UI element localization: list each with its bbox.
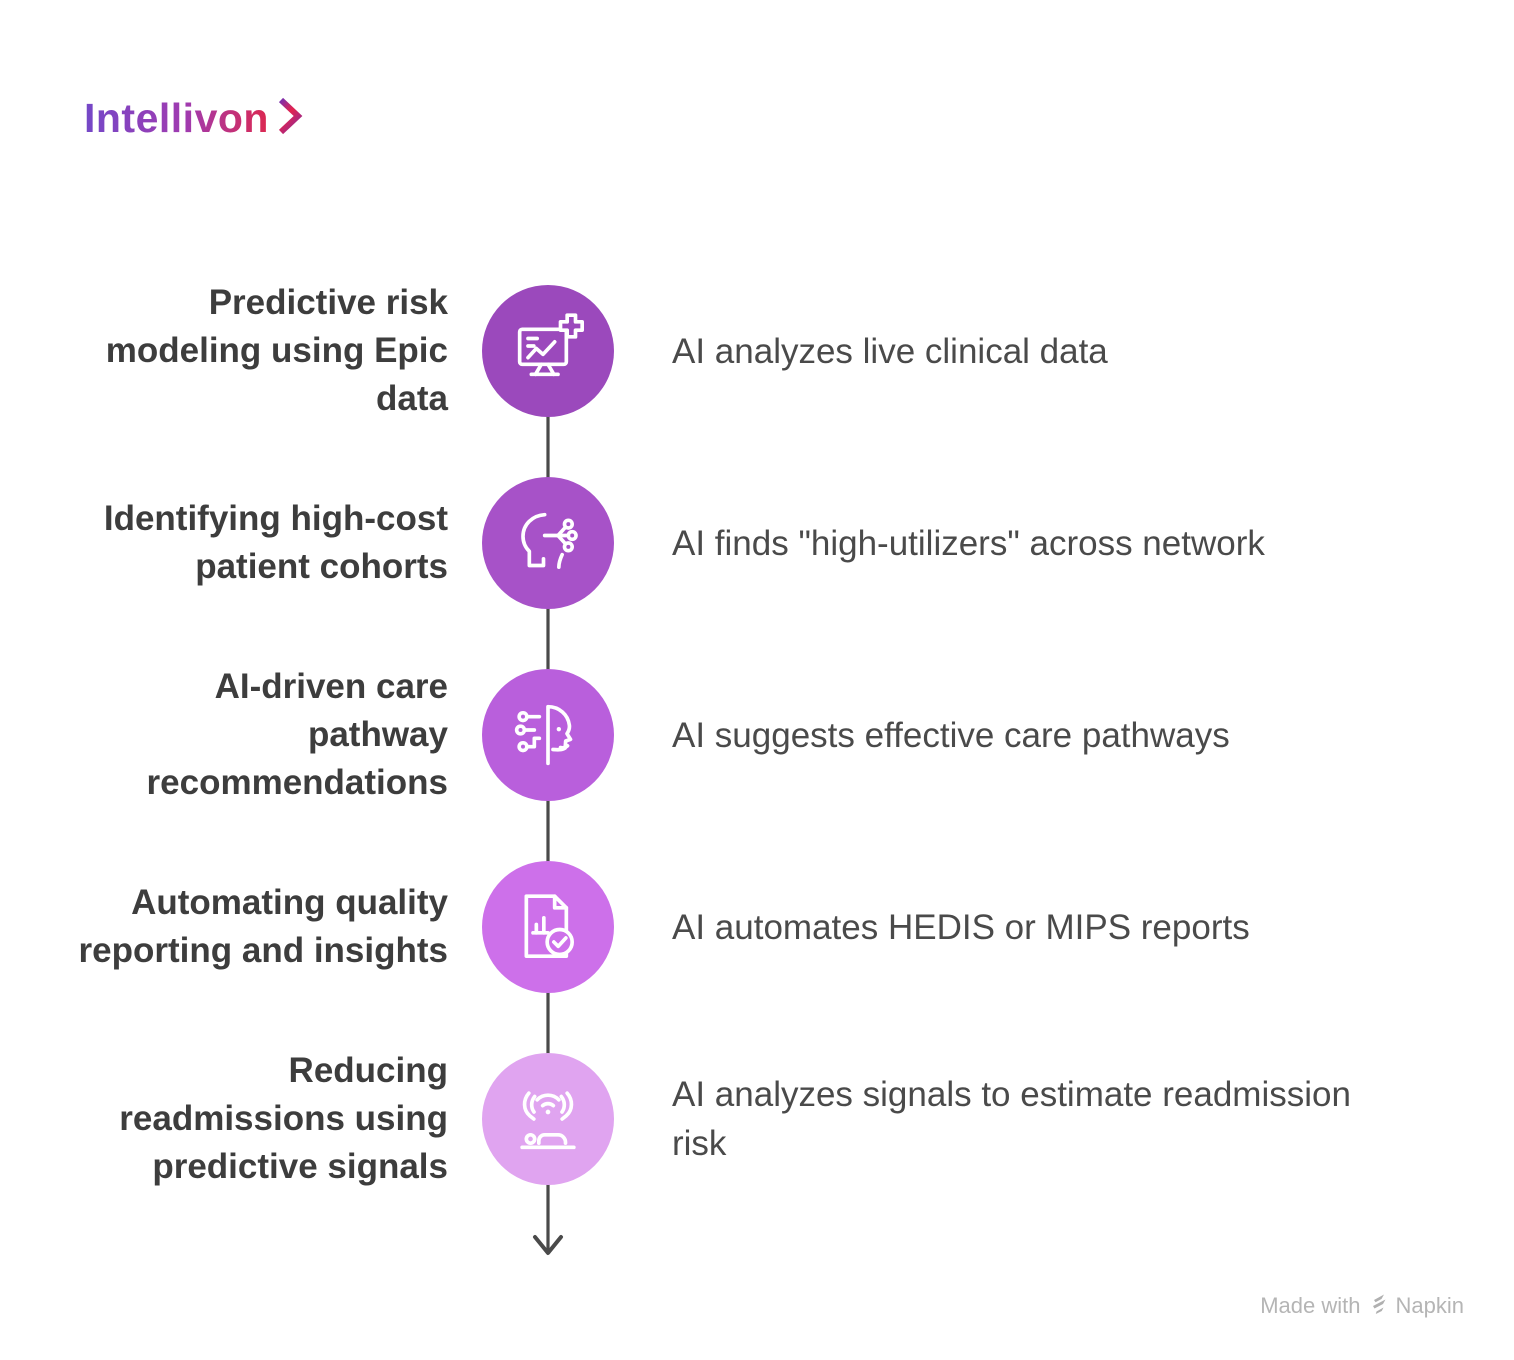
monitor-chart-medical-icon (517, 313, 584, 377)
row-title: Identifying high-cost patient cohorts (103, 498, 448, 586)
icon-circle (482, 669, 614, 801)
row-title: Automating quality reporting and insight… (78, 882, 448, 970)
napkin-logo-icon (1369, 1292, 1388, 1320)
row-description: AI analyzes live clinical data (672, 331, 1108, 371)
row-title: Reducing readmissions using predictive s… (119, 1050, 448, 1187)
head-circuit-icon (521, 512, 578, 569)
icon-circle (482, 861, 614, 993)
timeline-rows: Predictive risk modeling using Epic data… (0, 255, 1514, 1215)
icon-circle (482, 1053, 614, 1185)
made-with-napkin: Made with Napkin (1260, 1292, 1464, 1320)
hands-signal-patient-icon (520, 1091, 576, 1150)
timeline-row-reducing-readmissions: Reducing readmissions using predictive s… (0, 1023, 1514, 1215)
row-title: AI-driven care pathway recommendations (146, 666, 448, 803)
row-description: AI automates HEDIS or MIPS reports (672, 907, 1250, 947)
document-chart-check-icon (524, 894, 574, 958)
row-description: AI analyzes signals to estimate readmiss… (672, 1075, 1351, 1163)
timeline-row-quality-reporting: Automating quality reporting and insight… (0, 831, 1514, 1023)
napkin-brand-label: Napkin (1395, 1293, 1464, 1318)
chevron-right-icon (276, 94, 306, 143)
timeline-row-care-pathways: AI-driven care pathway recommendations A… (0, 639, 1514, 831)
row-description: AI finds "high-utilizers" across network (672, 523, 1265, 563)
brand-logo: Intellivon (84, 94, 306, 143)
brand-logo-text: Intellivon (84, 95, 269, 141)
icon-circle (482, 477, 614, 609)
row-title: Predictive risk modeling using Epic data (105, 282, 448, 419)
made-with-label: Made with (1260, 1293, 1361, 1318)
row-description: AI suggests effective care pathways (672, 715, 1230, 755)
face-circuit-icon (514, 704, 573, 766)
timeline-row-predictive-risk: Predictive risk modeling using Epic data… (0, 255, 1514, 447)
icon-circle (482, 285, 614, 417)
timeline-row-high-cost-cohorts: Identifying high-cost patient cohorts AI… (0, 447, 1514, 639)
arrow-down-icon (533, 1235, 563, 1255)
